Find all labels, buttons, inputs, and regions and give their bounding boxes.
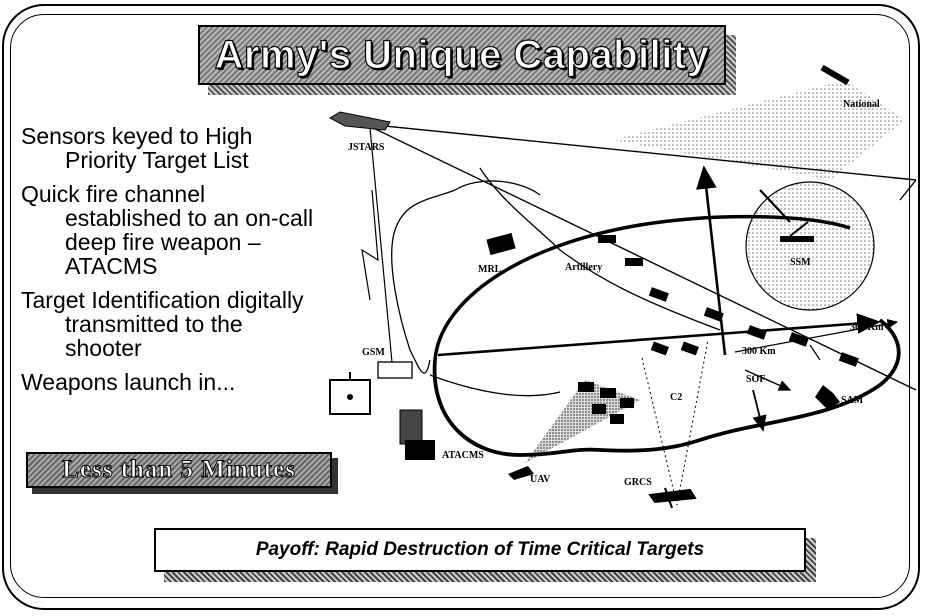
time-highlight-face: Less than 5 Minutes xyxy=(26,452,332,488)
launch-arrow xyxy=(695,165,727,356)
ssm-launcher-icon xyxy=(780,221,814,242)
ssm-track-line xyxy=(759,189,791,223)
payoff-face: Payoff: Rapid Destruction of Time Critic… xyxy=(154,528,806,572)
bullet-item: Quick fire channel established to an on-… xyxy=(21,182,361,278)
label-national: National xyxy=(843,99,880,110)
jstars-scan-line xyxy=(364,123,917,181)
grcs-aircraft-icon xyxy=(648,487,697,509)
bullet-item: Sensors keyed to High Priority Target Li… xyxy=(21,124,361,172)
national-satellite-icon xyxy=(820,64,850,86)
terrain-outline xyxy=(391,189,456,374)
road-line xyxy=(479,167,721,331)
bullet-line: Quick fire channel xyxy=(21,181,206,207)
bullet-line: Priority Target List xyxy=(65,147,249,173)
terrain-outline xyxy=(429,374,561,397)
comm-zigzag xyxy=(361,189,379,301)
title-banner: Army's Unique Capability xyxy=(198,25,736,95)
slide-title: Army's Unique Capability xyxy=(214,32,710,77)
bullet-line: Sensors keyed to High xyxy=(21,123,253,149)
label-gsm: GSM xyxy=(362,347,385,358)
uav-aircraft-icon xyxy=(508,466,534,480)
label-artillery: Artillery xyxy=(565,262,602,273)
time-highlight-text: Less than 5 Minutes xyxy=(62,456,296,484)
vehicle-icon xyxy=(680,341,699,356)
sam-site-icon xyxy=(815,385,840,410)
deep-fire-boundary xyxy=(432,318,901,457)
bullet-item: Weapons launch in... xyxy=(21,370,361,394)
label-grcs: GRCS xyxy=(624,477,652,488)
gsm-vehicle-icon xyxy=(377,361,413,379)
jstars-aircraft-icon xyxy=(328,111,391,131)
terrain-outline xyxy=(454,180,541,196)
inner-frame xyxy=(10,14,910,598)
label-ssm: SSM xyxy=(790,257,811,268)
jstars-downlink xyxy=(369,127,394,374)
bullet-line: ATACMS xyxy=(65,253,158,279)
jstars-scan-line xyxy=(364,123,917,391)
vehicle-icon xyxy=(598,235,616,243)
vehicle-icon xyxy=(648,287,669,302)
label-uav: UAV xyxy=(530,474,551,485)
vehicle-icon xyxy=(746,325,767,340)
payoff-banner: Payoff: Rapid Destruction of Time Critic… xyxy=(154,528,816,582)
enemy-convoy xyxy=(598,235,859,367)
bullet-line: Target Identification digitally xyxy=(21,287,304,313)
atacms-launcher-icon xyxy=(399,409,435,460)
bullet-list: Sensors keyed to High Priority Target Li… xyxy=(21,124,361,404)
national-sensor-cone xyxy=(612,80,905,180)
time-highlight-box: Less than 5 Minutes xyxy=(26,452,338,494)
vehicle-icon xyxy=(838,352,859,367)
bullet-line: Weapons launch in... xyxy=(21,369,236,395)
sam-link xyxy=(809,344,821,361)
vehicle-icon xyxy=(788,332,809,347)
label-sof: SOF xyxy=(746,374,765,385)
label-mrl: MRL xyxy=(478,264,502,275)
target-cluster-icon xyxy=(578,382,634,424)
vehicle-icon xyxy=(625,258,643,266)
label-300km-right: 300 Km xyxy=(850,322,884,333)
uav-sensor-cone xyxy=(525,380,640,463)
bullet-line: transmitted to the xyxy=(65,311,243,337)
target-handoff-arrow xyxy=(437,313,881,357)
payoff-text: Payoff: Rapid Destruction of Time Critic… xyxy=(255,539,705,560)
bullet-line: established to an on-call xyxy=(65,205,314,231)
label-sam: SAM xyxy=(841,395,864,406)
bullet-item: Target Identification digitally transmit… xyxy=(21,288,361,360)
deep-fire-boundary xyxy=(433,214,851,361)
sof-arrow xyxy=(744,369,792,391)
label-jstars: JSTARS xyxy=(348,142,385,153)
mrl-launcher-icon xyxy=(486,232,516,256)
vehicle-icon xyxy=(703,307,724,322)
title-face: Army's Unique Capability xyxy=(198,25,726,85)
bullet-line: shooter xyxy=(65,335,142,361)
outer-frame xyxy=(2,4,920,610)
vehicle-icon xyxy=(650,341,669,356)
label-atacms: ATACMS xyxy=(442,450,484,461)
scan-edge xyxy=(899,179,917,201)
grcs-sensor-cone xyxy=(641,339,709,506)
label-300km-mid: 300 Km xyxy=(742,346,776,357)
ssm-detection-circle xyxy=(745,181,875,311)
range-arrow xyxy=(734,319,899,353)
strike-arrow xyxy=(752,389,767,432)
bullet-line: deep fire weapon – xyxy=(65,229,261,255)
command-post-icon xyxy=(329,372,371,415)
label-c2: C2 xyxy=(670,392,682,403)
